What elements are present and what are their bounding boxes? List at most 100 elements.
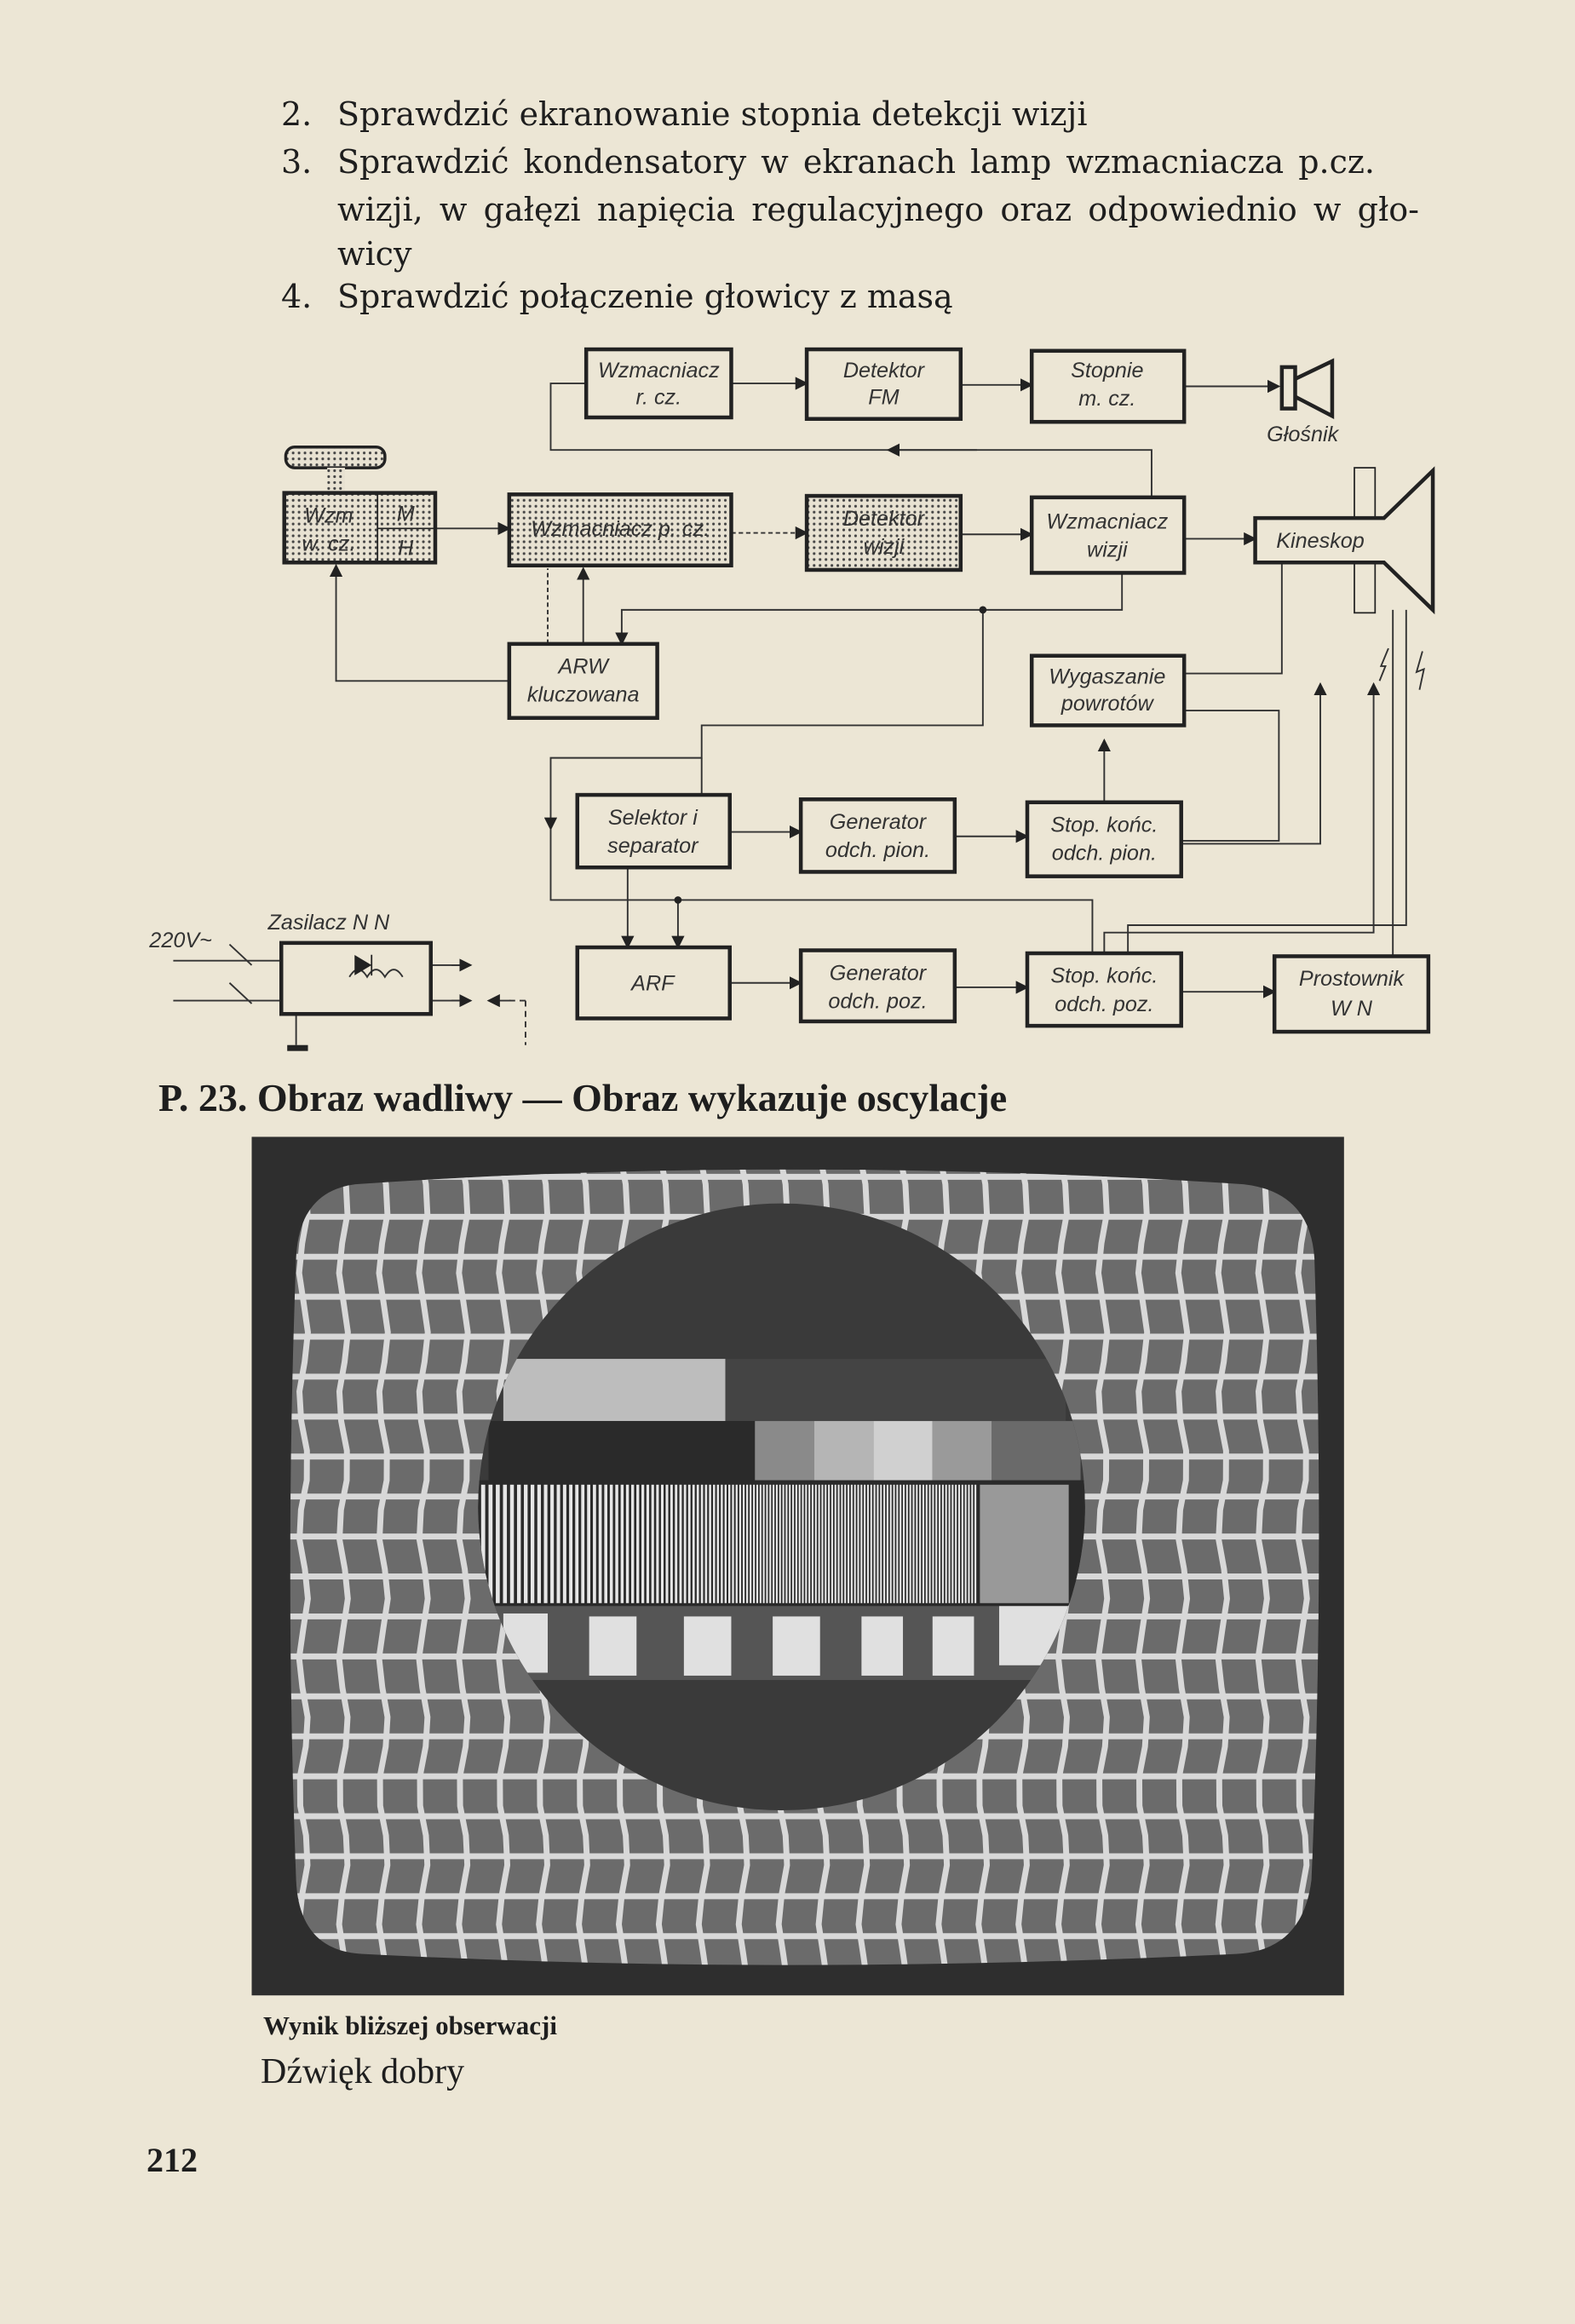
stripe (766, 1484, 768, 1603)
result-value: Dźwięk dobry (261, 2052, 465, 2091)
stripe (909, 1484, 911, 1603)
stripe (870, 1484, 872, 1603)
svg-text:Głośnik: Głośnik (1267, 423, 1339, 446)
stripe (932, 1484, 934, 1603)
stripe (957, 1484, 961, 1603)
item-number: 2. (281, 95, 313, 133)
stripe (834, 1484, 836, 1603)
stripe (791, 1484, 795, 1603)
block-prostownik-wn: Prostownik W N (1272, 954, 1431, 1034)
stripe (902, 1484, 905, 1603)
stripe (893, 1484, 895, 1603)
stripe (974, 1484, 977, 1603)
stripe (916, 1484, 918, 1603)
stripe (724, 1484, 727, 1603)
stripe (821, 1484, 824, 1603)
stripe (728, 1484, 731, 1603)
svg-text:Stopnie: Stopnie (1071, 359, 1143, 383)
stripe (795, 1484, 797, 1603)
stripe (814, 1484, 817, 1603)
svg-text:W N: W N (1331, 997, 1373, 1021)
stripe (753, 1484, 756, 1603)
stripe (530, 1484, 535, 1603)
stripe (550, 1484, 555, 1603)
stripe (615, 1484, 618, 1603)
block-stop-konc-odch-pion: Stop. końc.odch. pion. (1025, 800, 1183, 878)
grid-line (1255, 1169, 1270, 1965)
stripe (789, 1484, 791, 1603)
stripe (873, 1484, 876, 1603)
stripe (939, 1484, 941, 1603)
stripe (537, 1484, 542, 1603)
stripe (721, 1484, 723, 1603)
stripe (713, 1484, 716, 1603)
stripe (756, 1484, 759, 1603)
stripe (735, 1484, 738, 1603)
stripe (581, 1484, 585, 1603)
svg-text:odch. pion.: odch. pion. (825, 838, 930, 862)
stripe (587, 1484, 590, 1603)
stripe (844, 1484, 847, 1603)
block-generator-odch-pion: Generator odch. pion. (798, 797, 957, 874)
stripe (785, 1484, 788, 1603)
svg-text:Generator: Generator (830, 961, 928, 985)
grid-line (1215, 1169, 1231, 1965)
svg-text:Prostownik: Prostownik (1299, 967, 1405, 991)
svg-text:m. cz.: m. cz. (1078, 387, 1135, 411)
stripe (524, 1484, 528, 1603)
diagram-connections (173, 377, 1425, 1051)
stripe (651, 1484, 654, 1603)
stripe (598, 1484, 602, 1603)
stripe (656, 1484, 659, 1603)
tv-screen-photo (251, 1136, 1344, 1996)
stripe (798, 1484, 801, 1603)
stripe (709, 1484, 711, 1603)
svg-text:odch. poz.: odch. poz. (828, 989, 927, 1013)
stripe (968, 1484, 970, 1603)
stripe (919, 1484, 922, 1603)
svg-text:Wzmacniacz: Wzmacniacz (598, 359, 720, 383)
checklist-line: Sprawdzić połączenie głowicy z masą (337, 278, 953, 315)
stripe (543, 1484, 548, 1603)
block-kineskop: Kineskop (1253, 466, 1435, 615)
grid-line (1295, 1169, 1310, 1965)
svg-text:Zasilacz N N: Zasilacz N N (267, 911, 390, 935)
stripe (503, 1484, 508, 1603)
svg-text:Stop. końc.: Stop. końc. (1050, 964, 1158, 988)
stripe (980, 1484, 1069, 1603)
stripe (480, 1484, 486, 1603)
svg-text:FM: FM (868, 385, 899, 409)
grid-line (1095, 1169, 1111, 1965)
grid-line (1175, 1169, 1191, 1965)
stripe (696, 1484, 699, 1603)
stripe (569, 1484, 573, 1603)
stripe (828, 1484, 831, 1603)
stripe (636, 1484, 640, 1603)
svg-text:H: H (398, 537, 414, 561)
grid-line (376, 1169, 391, 1965)
checklist-line: Sprawdzić kondensatory w ekranach lamp w… (337, 143, 1375, 181)
stripe (556, 1484, 560, 1603)
svg-text:r. cz.: r. cz. (636, 385, 682, 409)
svg-text:Wzmacniacz p. cz.: Wzmacniacz p. cz. (531, 517, 710, 541)
stripe (750, 1484, 752, 1603)
svg-text:wizji: wizji (864, 535, 905, 559)
svg-text:Generator: Generator (830, 810, 928, 834)
stripe (625, 1484, 629, 1603)
result-heading: Wynik bliższej obserwacji (263, 2010, 557, 2040)
svg-text:odch. poz.: odch. poz. (1055, 992, 1153, 1016)
stripe (837, 1484, 840, 1603)
stripe (593, 1484, 596, 1603)
stripe (825, 1484, 827, 1603)
stripe (562, 1484, 566, 1603)
grid-line (456, 1169, 471, 1965)
stripe (860, 1484, 863, 1603)
stripe (818, 1484, 820, 1603)
pattern-block (683, 1616, 732, 1676)
